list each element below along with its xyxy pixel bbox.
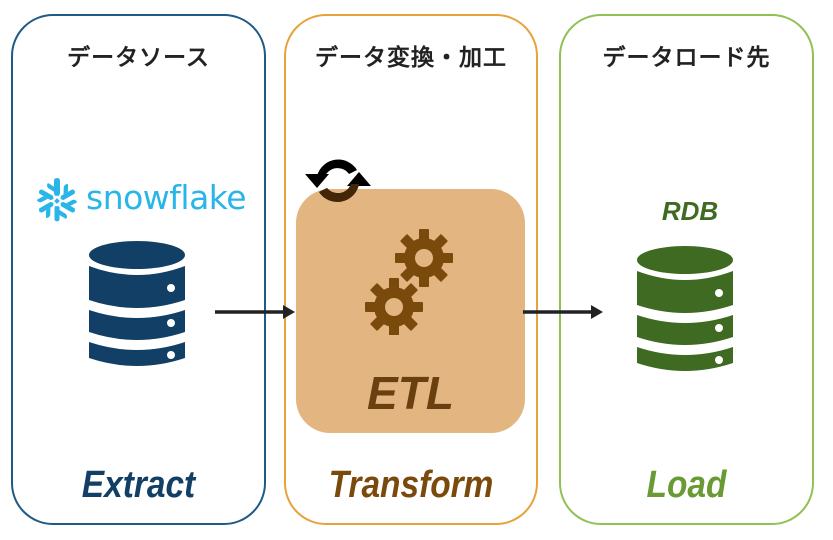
load-panel-title: データロード先: [602, 45, 771, 71]
transform-panel-title: データ変換・加工: [315, 45, 507, 71]
source-database-icon: [89, 241, 185, 366]
extract-panel-title: データソース: [67, 45, 210, 71]
refresh-icon: [305, 159, 371, 202]
rdb-label: RDB: [661, 196, 719, 226]
gears-icon: [365, 229, 453, 335]
source-to-etl-arrow: [215, 305, 295, 319]
extract-panel: データソース Extract: [11, 14, 266, 525]
etl-label: ETL: [367, 367, 454, 419]
load-stage-label: Load: [646, 464, 727, 506]
snowflake-logo-icon: [36, 178, 78, 222]
etl-to-destination-arrow: [523, 305, 603, 319]
destination-database-icon: [637, 246, 733, 371]
transform-stage-label: Transform: [328, 464, 494, 506]
load-panel: データロード先 Load: [559, 14, 814, 525]
extract-stage-label: Extract: [81, 464, 196, 506]
snowflake-logo-text: snowflake: [86, 178, 247, 217]
